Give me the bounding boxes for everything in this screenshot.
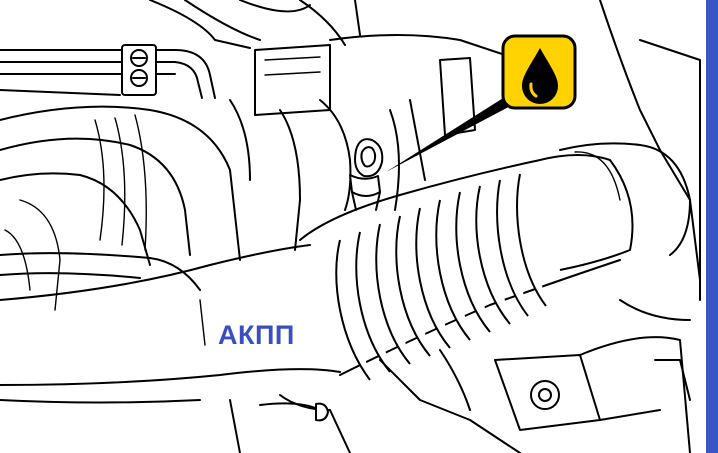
dipstick-handle — [349, 138, 384, 211]
mount-bracket — [494, 299, 691, 453]
side-accent-bar — [706, 0, 718, 453]
pointer-line — [386, 95, 516, 172]
transmission-label: АКПП — [218, 320, 295, 350]
oil-drop-icon — [501, 34, 577, 110]
lower-pipe — [259, 402, 329, 422]
engine-block — [229, 0, 701, 301]
intake-duct — [0, 105, 241, 311]
corrugated-hose — [299, 142, 691, 381]
pipe-clamp — [121, 44, 157, 96]
transmission-body — [0, 244, 521, 453]
